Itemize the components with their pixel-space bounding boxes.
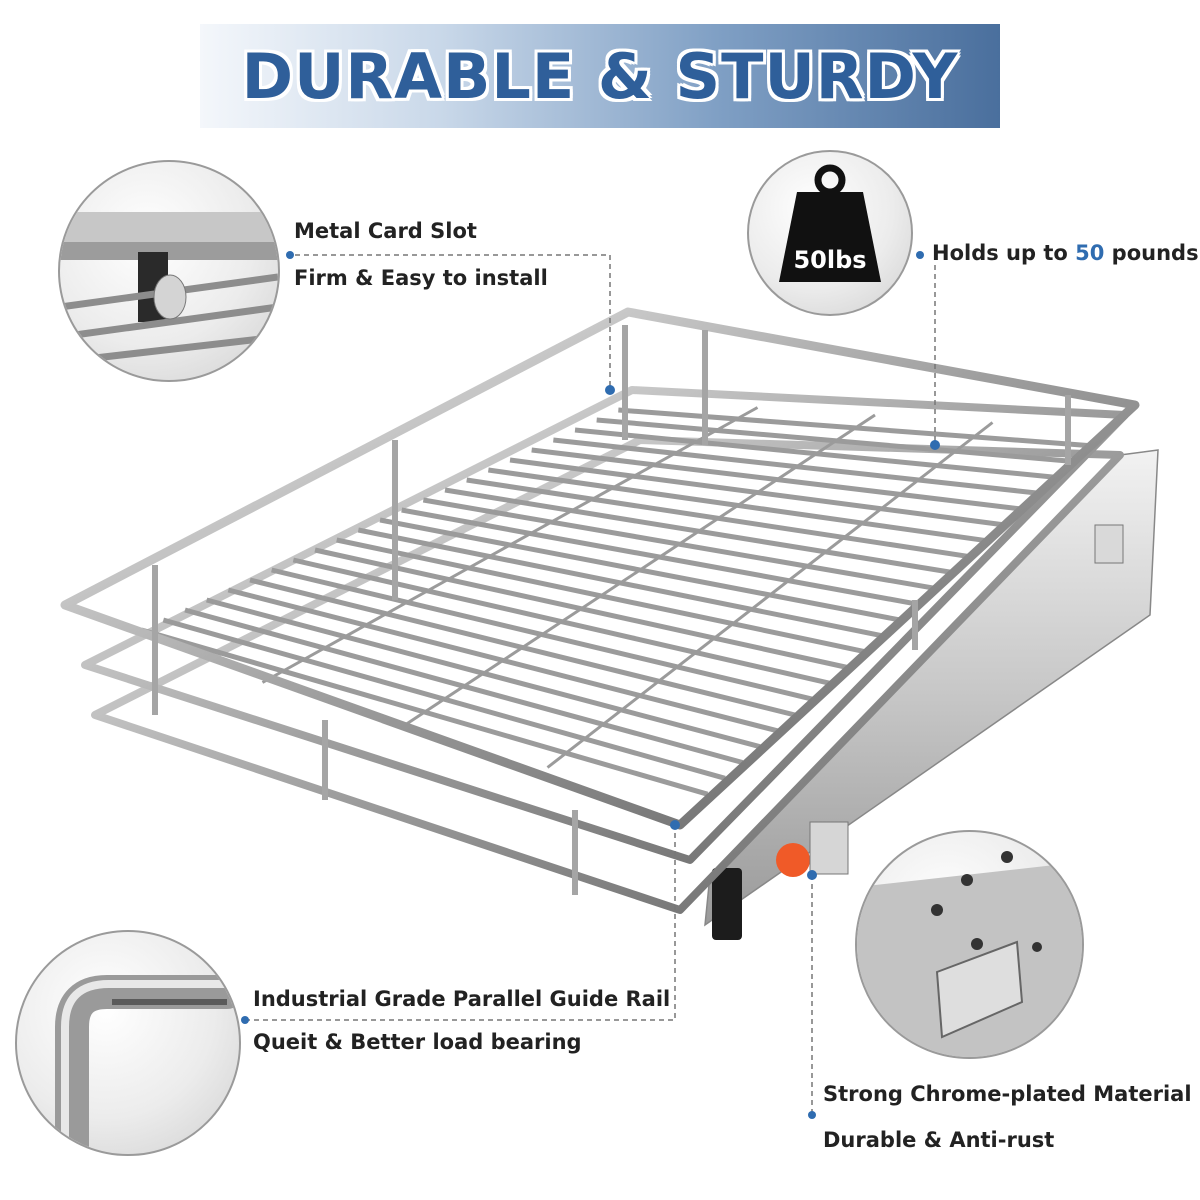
slot-title: Metal Card Slot <box>294 219 477 243</box>
holds-prefix: Holds up to <box>932 241 1076 265</box>
slot-subtitle: Firm & Easy to install <box>294 266 548 290</box>
floor-support-wire <box>546 421 994 769</box>
weight-badge-label: 50lbs <box>793 246 867 274</box>
rail-subtitle: Queit & Better load bearing <box>253 1030 582 1054</box>
weight-icon-ring <box>814 164 846 196</box>
rail-orange-marker <box>776 843 810 877</box>
rail-plate-detail <box>855 830 1084 1059</box>
rail-title: Industrial Grade Parallel Guide Rail <box>253 987 671 1011</box>
holds-weight-text: Holds up to 50 pounds <box>932 241 1199 265</box>
rail-bracket <box>1094 524 1124 564</box>
metal-card-slot-detail <box>58 160 280 382</box>
title-banner: DURABLE & STURDY <box>200 24 1000 128</box>
material-title: Strong Chrome-plated Material <box>823 1082 1192 1106</box>
basket-posts <box>152 325 1071 895</box>
material-subtitle: Durable & Anti-rust <box>823 1128 1055 1152</box>
weight-icon <box>779 192 881 282</box>
bent-wire-detail <box>15 930 241 1156</box>
rail-end-cap <box>712 868 742 940</box>
holds-suffix: pounds <box>1104 241 1199 265</box>
callout-leaders <box>245 254 936 1115</box>
banner-title: DURABLE & STURDY <box>241 39 959 113</box>
rail-plate <box>809 821 849 875</box>
basket-top-rim <box>60 307 1140 830</box>
weight-detail-circle: 50lbs <box>747 150 913 316</box>
callout-dots <box>241 251 940 1119</box>
basket-floor-wires <box>140 406 1093 797</box>
floor-support-wire <box>404 413 876 727</box>
floor-support-wire <box>261 406 759 684</box>
holds-number: 50 <box>1075 241 1105 265</box>
